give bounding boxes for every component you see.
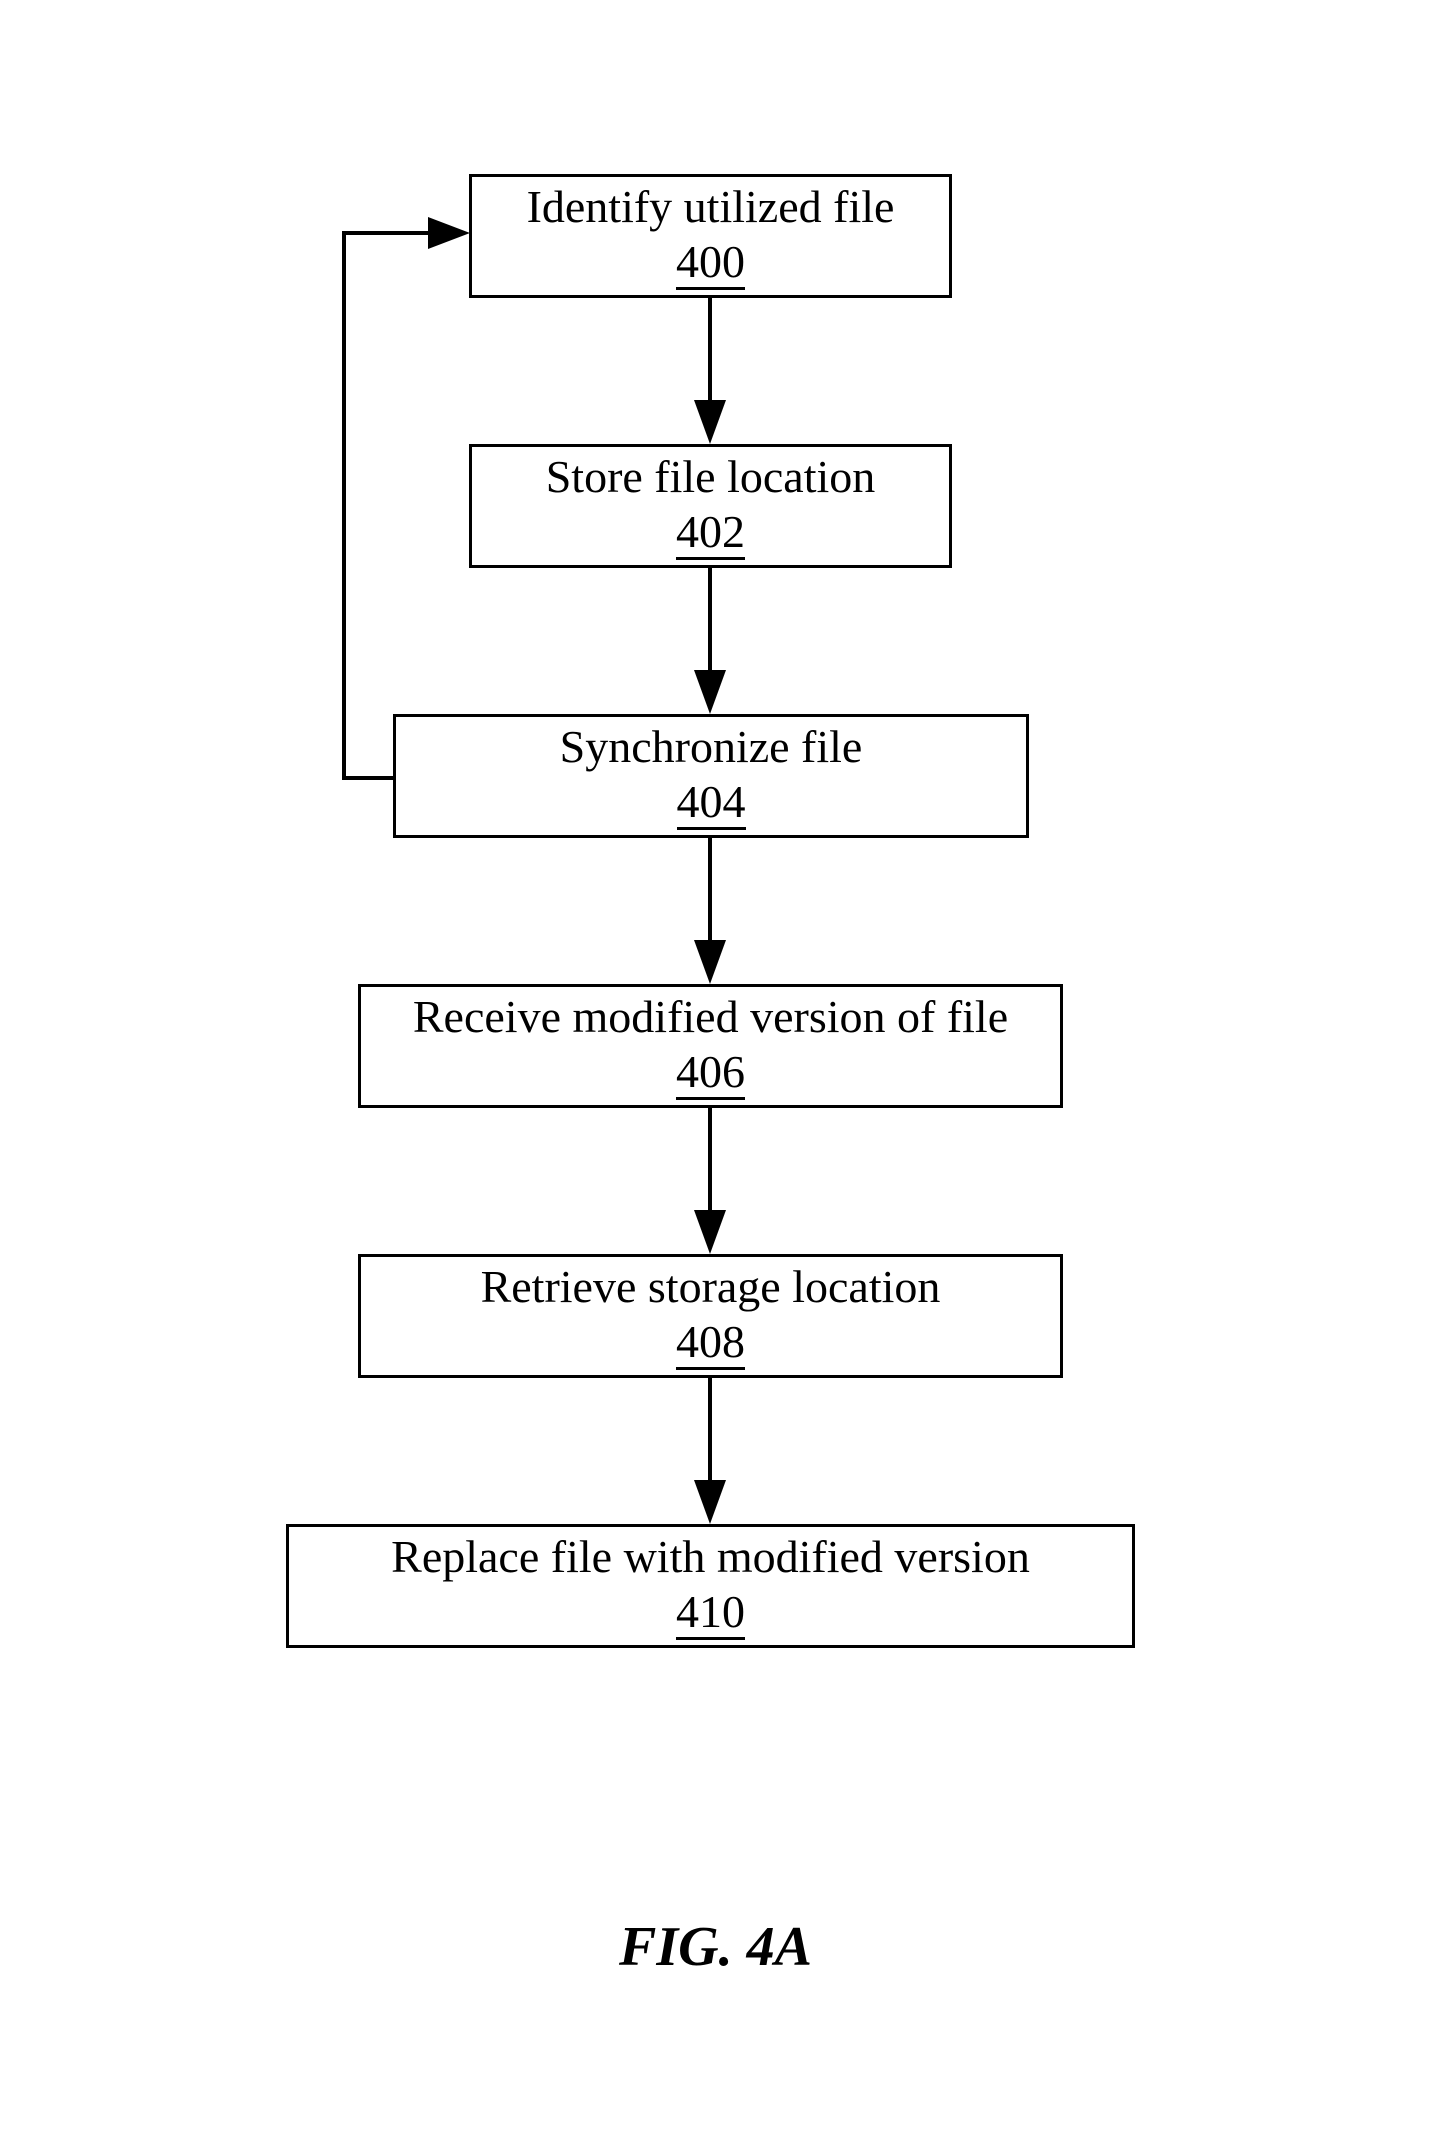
- step-box-410: Replace file with modified version 410: [286, 1524, 1135, 1648]
- step-reference-number: 400: [676, 237, 745, 290]
- arrow-404-to-400-loop: [344, 217, 470, 778]
- step-label: Replace file with modified version: [289, 1531, 1132, 1583]
- arrow-400-to-402: [694, 298, 726, 444]
- step-label: Receive modified version of file: [361, 991, 1060, 1043]
- figure-caption: FIG. 4A: [0, 1915, 1431, 1979]
- step-reference-number: 404: [677, 777, 746, 830]
- arrow-406-to-408: [694, 1108, 726, 1254]
- arrow-408-to-410: [694, 1378, 726, 1524]
- step-label: Identify utilized file: [472, 181, 949, 233]
- arrow-402-to-404: [694, 568, 726, 714]
- step-box-400: Identify utilized file 400: [469, 174, 952, 298]
- step-reference-number: 406: [676, 1047, 745, 1100]
- step-reference-number: 410: [676, 1587, 745, 1640]
- step-box-406: Receive modified version of file 406: [358, 984, 1063, 1108]
- step-box-408: Retrieve storage location 408: [358, 1254, 1063, 1378]
- arrow-404-to-406: [694, 838, 726, 984]
- step-label: Synchronize file: [396, 721, 1026, 773]
- step-reference-number: 408: [676, 1317, 745, 1370]
- step-box-404: Synchronize file 404: [393, 714, 1029, 838]
- step-box-402: Store file location 402: [469, 444, 952, 568]
- step-label: Retrieve storage location: [361, 1261, 1060, 1313]
- step-reference-number: 402: [676, 507, 745, 560]
- step-label: Store file location: [472, 451, 949, 503]
